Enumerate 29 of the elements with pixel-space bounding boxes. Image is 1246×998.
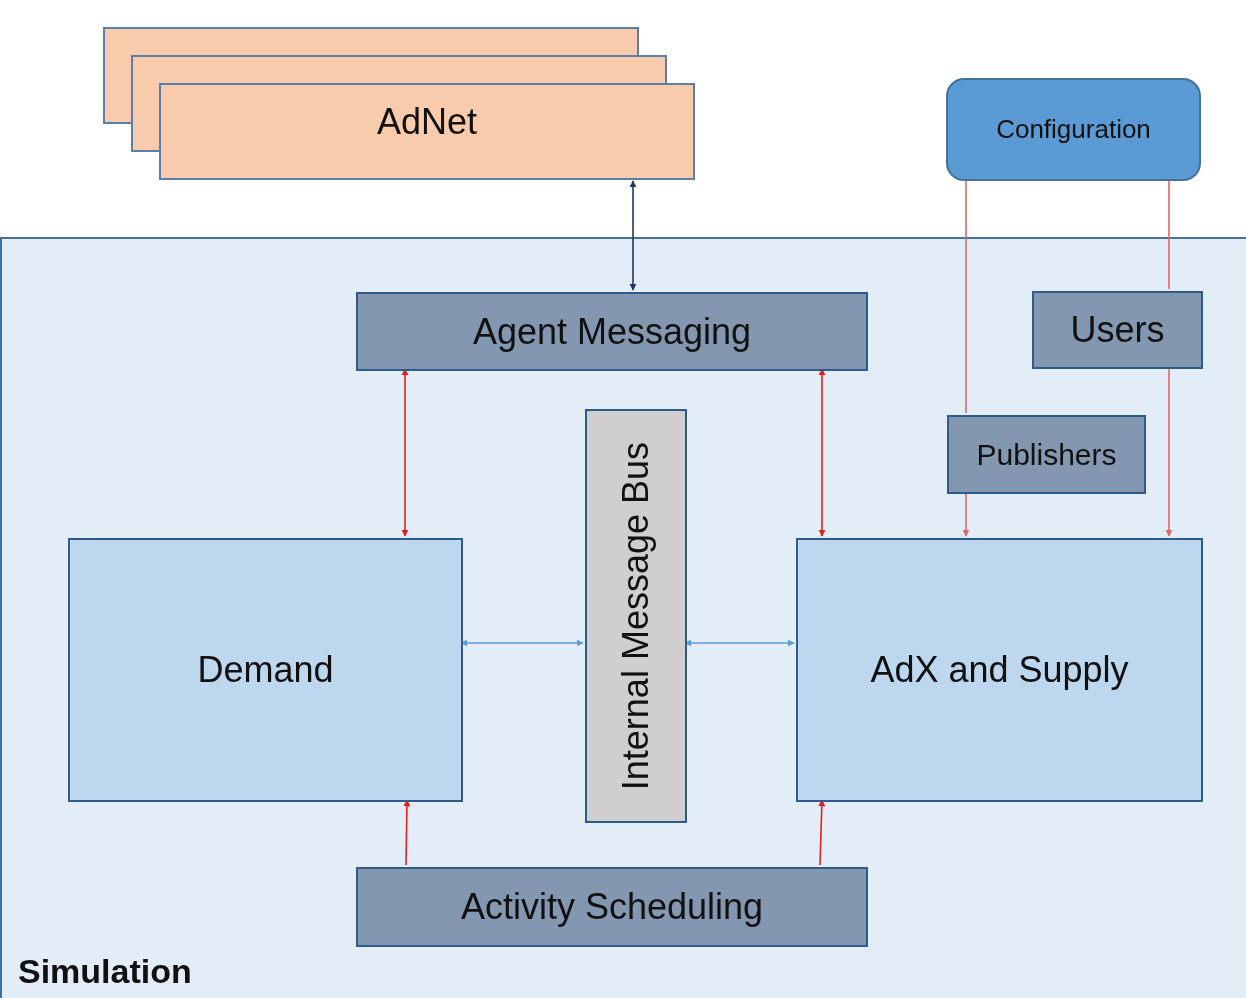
container-panel (0, 237, 1246, 998)
arrow (962, 491, 970, 537)
arrow (460, 639, 584, 647)
panel-title: Simulation (18, 952, 192, 990)
module-box (68, 538, 463, 802)
arrow (629, 180, 637, 291)
node-label: Agent Messaging (472, 311, 752, 352)
node-label: Publishers (976, 438, 1117, 471)
node-label: Demand (197, 650, 334, 690)
node-label: Internal Message Bus (616, 441, 656, 791)
node-label: Activity Scheduling (460, 887, 764, 927)
node-label: AdX and Supply (870, 650, 1129, 690)
node-label: AdNet (375, 99, 479, 144)
node-label: Users (1070, 310, 1165, 350)
process-box (947, 415, 1146, 494)
stacked-box (103, 27, 695, 180)
rounded-box (946, 78, 1201, 181)
arrow (684, 639, 795, 647)
process-box (356, 292, 868, 371)
process-box (1032, 291, 1203, 369)
arrow (403, 799, 411, 866)
node-label: Configuration (996, 115, 1151, 144)
arrow (1165, 366, 1173, 537)
bus-box (585, 409, 687, 823)
process-box (356, 867, 868, 947)
arrow (818, 799, 826, 866)
module-box (796, 538, 1203, 802)
arrow (401, 368, 409, 537)
arrow (818, 368, 826, 537)
